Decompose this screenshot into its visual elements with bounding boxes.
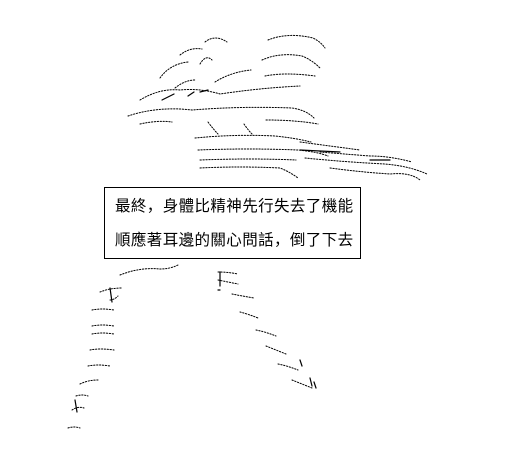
upper-arm-strokes — [139, 85, 301, 101]
left-leg-top — [119, 264, 179, 276]
solid-line-details — [74, 89, 391, 413]
upper-figure-group — [127, 34, 428, 181]
right-foot-detail — [299, 359, 317, 389]
head-strokes — [204, 34, 326, 49]
left-foot-detail — [74, 399, 78, 413]
sleeve-strokes — [139, 119, 319, 135]
torso-strokes — [194, 134, 361, 151]
left-leg-knee — [99, 287, 123, 301]
left-leg-ankle — [87, 348, 115, 367]
right-leg-detail — [217, 271, 221, 291]
finger-detail — [187, 89, 209, 97]
right-leg-ankle — [277, 363, 313, 389]
left-leg-shin — [91, 308, 115, 335]
left-leg-detail — [109, 287, 113, 303]
arm-strokes — [127, 106, 315, 119]
lower-figure-group — [67, 264, 313, 429]
hem-detail — [299, 149, 391, 161]
left-leg-foot — [67, 379, 99, 429]
right-leg-top — [217, 271, 239, 285]
caption-box: 最終，身體比精神先行失去了機能 順應著耳邊的關心問話，倒了下去 — [104, 187, 361, 259]
hip-strokes — [199, 157, 428, 175]
waist-strokes — [197, 148, 413, 163]
caption-line-2: 順應著耳邊的關心問話，倒了下去 — [115, 231, 354, 249]
caption-line-1: 最終，身體比精神先行失去了機能 — [115, 197, 354, 215]
hand-detail — [161, 93, 175, 101]
shoulder-strokes — [159, 61, 316, 89]
right-leg-knee — [231, 293, 259, 319]
hair-strokes — [179, 48, 321, 69]
right-leg-shin — [255, 329, 287, 355]
leg-strokes — [199, 166, 421, 181]
